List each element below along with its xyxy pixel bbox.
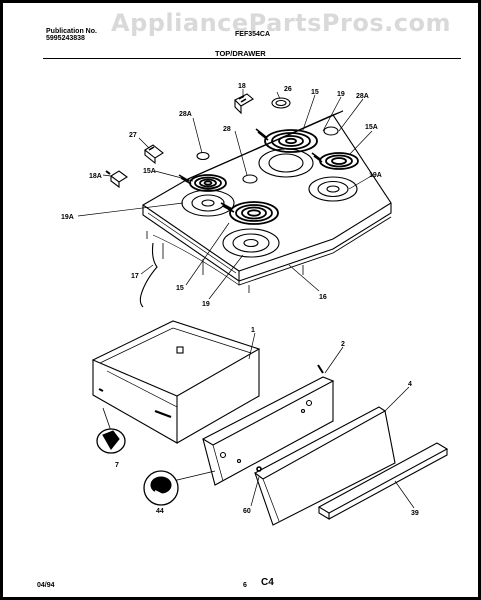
receptacle-bracket <box>234 93 254 115</box>
drawer-handle <box>317 442 449 520</box>
callout-19a-right: 19A <box>369 172 382 179</box>
surface-elements <box>189 129 359 225</box>
callout-27: 27 <box>129 132 137 139</box>
wire-17 <box>139 242 158 308</box>
callout-15a-left: 15A <box>143 168 156 175</box>
footer-page-code: C4 <box>261 577 274 588</box>
callout-18: 18 <box>238 83 246 90</box>
callout-19a-left: 19A <box>61 214 74 221</box>
callout-4: 4 <box>408 381 412 388</box>
trim-rings <box>196 97 339 184</box>
callout-15-bottom: 15 <box>176 285 184 292</box>
exploded-view: 18 26 15 19 28A 28A 15A 27 28 18A 15A 19… <box>37 83 449 589</box>
parts-diagram-page: AppliancePartsPros.com Publication No. 5… <box>3 3 478 597</box>
callout-39: 39 <box>411 510 419 517</box>
callout-leaders <box>77 89 415 509</box>
drawer-front-panel <box>201 364 335 486</box>
footer-page-number: 6 <box>243 582 247 589</box>
publication-label: Publication No. <box>46 28 97 35</box>
callout-1: 1 <box>251 327 255 334</box>
drawer-glide-inset <box>96 407 126 454</box>
drawer-box <box>91 320 261 444</box>
bracket-18a <box>105 170 128 189</box>
footer: 04/94 6 C4 <box>37 577 274 589</box>
callout-15-top: 15 <box>311 89 319 96</box>
callout-19-bottom: 19 <box>202 301 210 308</box>
model-number: FEF354CA <box>235 31 271 38</box>
watermark: AppliancePartsPros.com <box>111 9 451 37</box>
drip-bowls <box>181 148 358 258</box>
callout-19-top: 19 <box>337 91 345 98</box>
callout-labels: 18 26 15 19 28A 28A 15A 27 28 18A 15A 19… <box>61 83 419 517</box>
callout-44: 44 <box>156 508 164 515</box>
callout-7: 7 <box>115 462 119 469</box>
footer-date: 04/94 <box>37 582 55 589</box>
title-rule <box>43 58 461 59</box>
section-title: TOP/DRAWER <box>215 49 266 58</box>
callout-18a: 18A <box>89 173 102 180</box>
callout-26: 26 <box>284 86 292 93</box>
callout-60: 60 <box>243 508 251 515</box>
bracket-27 <box>144 144 164 165</box>
callout-17: 17 <box>131 273 139 280</box>
publication-number: 5995243838 <box>46 35 85 42</box>
screw-inset <box>143 470 216 506</box>
callout-15a-right: 15A <box>365 124 378 131</box>
callout-28: 28 <box>223 126 231 133</box>
callout-28a-right: 28A <box>356 93 369 100</box>
callout-2: 2 <box>341 341 345 348</box>
callout-16: 16 <box>319 294 327 301</box>
callout-28a-left: 28A <box>179 111 192 118</box>
element-terminals <box>178 128 323 213</box>
